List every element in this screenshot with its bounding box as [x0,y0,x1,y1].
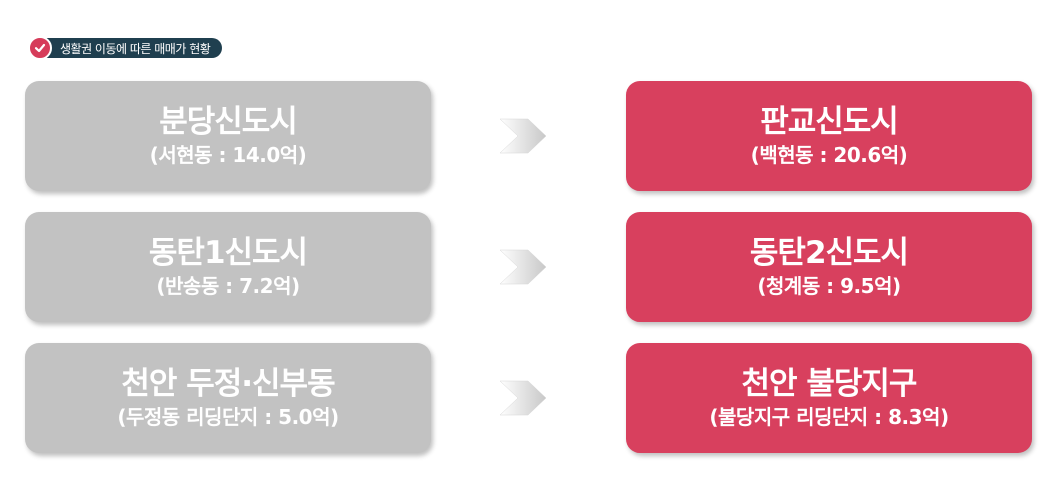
to-detail-2: (청계동 : 9.5억) [757,274,901,298]
to-detail-1: (백현동 : 20.6억) [750,143,908,167]
section-title: 생활권 이동에 따른 매매가 현황 [60,41,211,56]
from-detail-1: (서현동 : 14.0억) [149,143,307,167]
to-title-2: 동탄2신도시 [749,235,909,271]
from-detail-3: (두정동 리딩단지 : 5.0억) [117,405,339,429]
to-title-1: 판교신도시 [760,104,899,140]
from-title-1: 분당신도시 [159,104,298,140]
arrow-right-icon [499,249,547,285]
from-detail-2: (반송동 : 7.2억) [156,274,300,298]
arrow-right-icon [499,380,547,416]
to-title-3: 천안 불당지구 [741,366,918,402]
from-box-2: 동탄1신도시 (반송동 : 7.2억) [25,212,431,322]
from-box-3: 천안 두정·신부동 (두정동 리딩단지 : 5.0억) [25,343,431,453]
to-box-2: 동탄2신도시 (청계동 : 9.5억) [626,212,1032,322]
to-detail-3: (불당지구 리딩단지 : 8.3억) [709,405,949,429]
from-box-1: 분당신도시 (서현동 : 14.0억) [25,81,431,191]
to-box-3: 천안 불당지구 (불당지구 리딩단지 : 8.3억) [626,343,1032,453]
from-title-2: 동탄1신도시 [148,235,308,271]
section-header-badge: 생활권 이동에 따른 매매가 현황 [28,36,223,60]
check-circle-icon [28,36,52,60]
to-box-1: 판교신도시 (백현동 : 20.6억) [626,81,1032,191]
from-title-3: 천안 두정·신부동 [121,366,335,402]
arrow-right-icon [499,118,547,154]
